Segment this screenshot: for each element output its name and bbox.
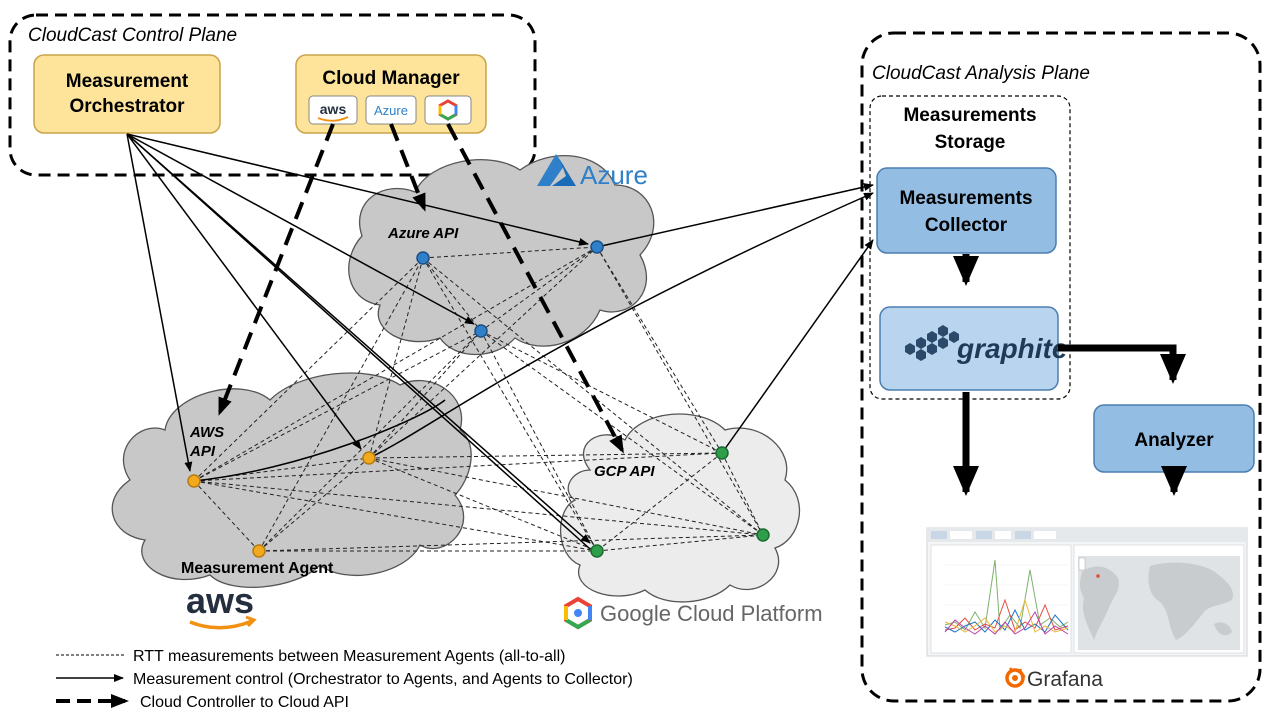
aws-agent-node bbox=[187, 474, 201, 488]
gcp-agent-node bbox=[756, 528, 770, 542]
aws-api-label-line1: AWS bbox=[189, 424, 224, 441]
svg-text:aws: aws bbox=[320, 101, 347, 117]
aws-cloud bbox=[111, 372, 472, 588]
aws-agent-nodes bbox=[187, 451, 376, 558]
analysis-plane-boundary bbox=[860, 31, 1262, 703]
grafana-logo: Grafana bbox=[1005, 667, 1103, 691]
gcp-api-label: GCP API bbox=[594, 463, 655, 480]
orchestrator-label-line2: Orchestrator bbox=[69, 96, 185, 117]
graphite-label: graphite bbox=[956, 333, 1067, 364]
azure-logo-text: Azure bbox=[580, 160, 648, 190]
legend-rtt-label: RTT measurements between Measurement Age… bbox=[133, 648, 565, 665]
aws-agent-node bbox=[252, 544, 266, 558]
analyzer-box: Analyzer bbox=[1093, 404, 1255, 473]
analyzer-label: Analyzer bbox=[1134, 430, 1214, 451]
measurement-control-arrows bbox=[126, 133, 874, 550]
grafana-dashboard-thumbnail bbox=[926, 527, 1248, 657]
azure-agent-nodes bbox=[416, 240, 604, 338]
control-plane-boundary bbox=[8, 13, 537, 177]
control-plane-title: CloudCast Control Plane bbox=[28, 25, 237, 46]
cloud-manager-title: Cloud Manager bbox=[322, 68, 460, 89]
gcp-logo-text: Google Cloud Platform bbox=[600, 601, 823, 626]
measurement-orchestrator-box: Measurement Orchestrator bbox=[33, 54, 221, 134]
aws-agent-node bbox=[362, 451, 376, 465]
gcp-logo-small-icon bbox=[424, 95, 472, 125]
gcp-agent-node bbox=[590, 544, 604, 558]
aws-logo-small-icon: aws bbox=[308, 95, 358, 125]
aws-logo-text: aws bbox=[186, 580, 254, 621]
storage-label-line1: Measurements bbox=[903, 105, 1036, 126]
azure-agent-node bbox=[590, 240, 604, 254]
measurement-agent-label: Measurement Agent bbox=[181, 560, 334, 577]
azure-logo: Azure bbox=[537, 154, 648, 190]
aws-logo: aws bbox=[186, 580, 257, 630]
grafana-logo-text: Grafana bbox=[1027, 668, 1103, 691]
azure-agent-node bbox=[474, 324, 488, 338]
collector-label-line2: Collector bbox=[925, 215, 1008, 236]
cloud-manager-box: Cloud Manager aws Azure bbox=[295, 54, 487, 134]
azure-logo-small-icon: Azure bbox=[365, 95, 417, 125]
google-cloud-platform-logo: Google Cloud Platform bbox=[564, 596, 823, 630]
legend: RTT measurements between Measurement Age… bbox=[56, 648, 633, 711]
analysis-plane-title: CloudCast Analysis Plane bbox=[872, 63, 1090, 84]
aws-api-label-line2: API bbox=[189, 443, 216, 460]
azure-api-label: Azure API bbox=[387, 225, 459, 242]
gcp-agent-node bbox=[715, 446, 729, 460]
measurements-storage-boundary bbox=[869, 95, 1071, 400]
rtt-measurement-links bbox=[193, 246, 764, 552]
orchestrator-label-line1: Measurement bbox=[66, 71, 189, 92]
measurements-collector-box: Measurements Collector bbox=[876, 167, 1057, 254]
gcp-cloud bbox=[559, 413, 801, 603]
svg-text:Azure: Azure bbox=[374, 103, 408, 118]
gcp-agent-nodes bbox=[590, 446, 770, 558]
analysis-flow-arrows bbox=[953, 254, 1187, 496]
cloud-api-arrows bbox=[218, 123, 624, 454]
azure-agent-node bbox=[416, 251, 430, 265]
collector-label-line1: Measurements bbox=[899, 188, 1032, 209]
legend-api-label: Cloud Controller to Cloud API bbox=[140, 694, 349, 711]
legend-control-label: Measurement control (Orchestrator to Age… bbox=[133, 671, 633, 688]
graphite-box: graphite bbox=[879, 306, 1067, 391]
graphite-hex-icon bbox=[905, 325, 959, 361]
storage-label-line2: Storage bbox=[935, 132, 1006, 153]
